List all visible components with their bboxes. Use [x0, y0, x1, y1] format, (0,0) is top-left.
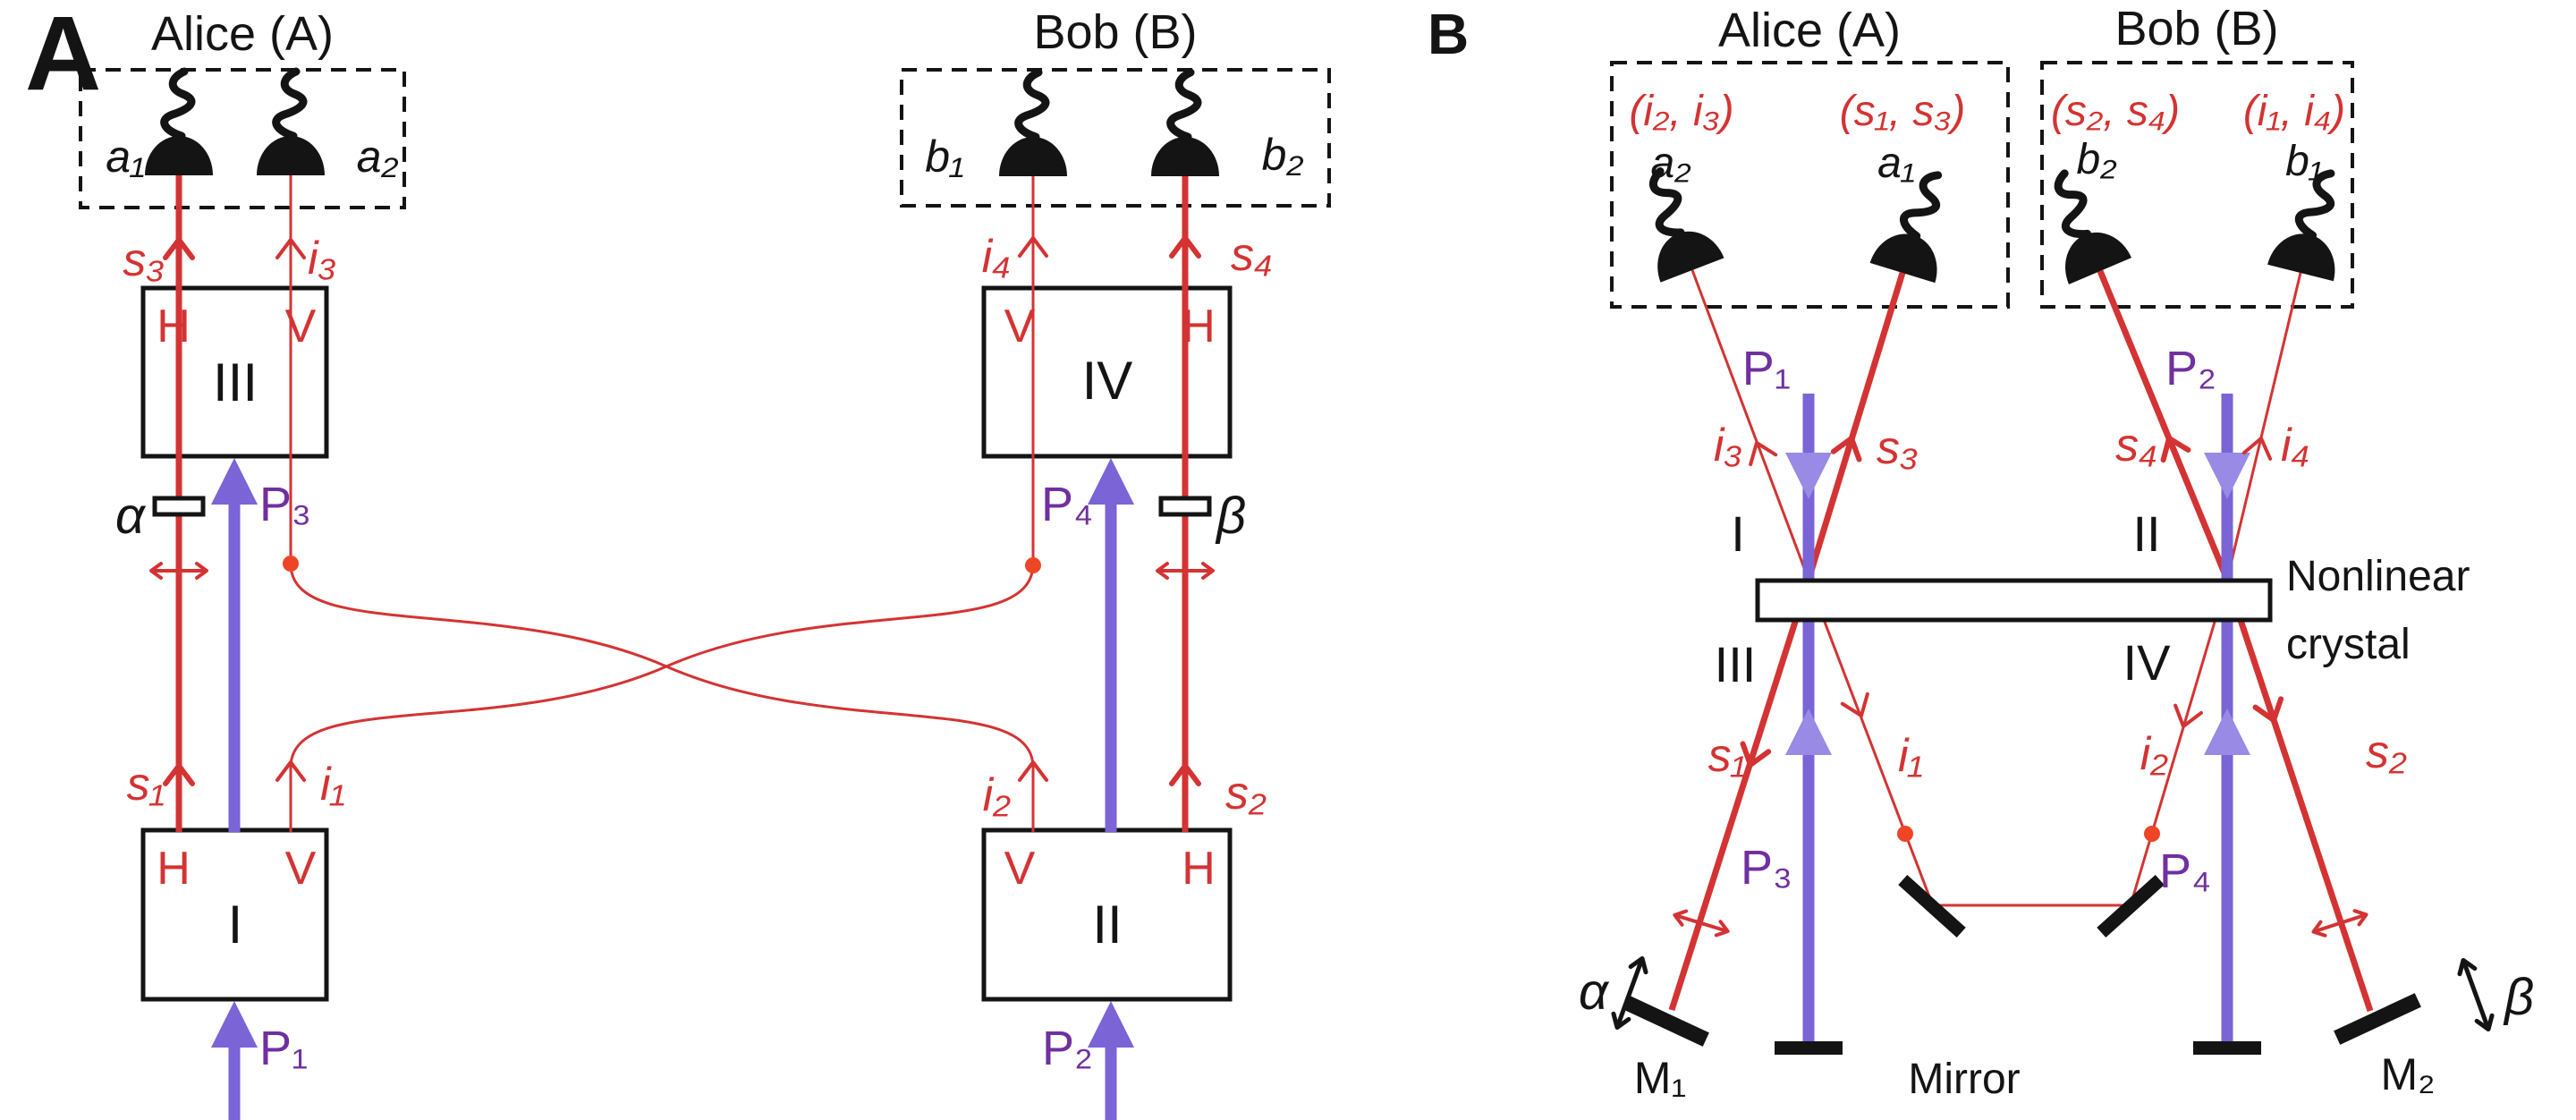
beam-s2-label: s₂ [1225, 768, 1267, 819]
port-h-box-iii: H [157, 301, 191, 352]
region-i-label: I [1731, 505, 1745, 562]
pump-p2-label: P₂ [1042, 1022, 1093, 1075]
beam-s1-label-b: s₁ [1708, 730, 1746, 782]
mode-group-b1-label: (i₁, i₄) [2243, 88, 2345, 135]
panel-b-bob-title: Bob (B) [2114, 2, 2278, 55]
steering-mirror-right [2097, 874, 2165, 938]
crystal-label-line1: Nonlinear [2286, 553, 2470, 600]
beta-label-b: β [2503, 968, 2534, 1026]
alpha-label-b: α [1579, 963, 1610, 1021]
pump-p1-label: P₁ [259, 1022, 308, 1075]
pump-p3-label: P₃ [259, 478, 311, 531]
beam-i2-label-b: i₂ [2140, 728, 2169, 780]
mirror-m1 [1622, 995, 1709, 1047]
idler-cross-curve-i1-to-iv [289, 563, 1035, 768]
pump-p4-label-b: P₄ [2159, 844, 2211, 898]
port-v-box-i: V [285, 843, 317, 895]
pump-p2-label-b: P₂ [2165, 342, 2216, 395]
pump-p1-label-b: P₁ [1742, 342, 1791, 395]
crystal-label-line2: crystal [2286, 621, 2411, 668]
region-ii-label: II [2132, 505, 2160, 562]
idler-junction-dot-bob [1025, 557, 1041, 573]
port-v-box-iii: V [285, 301, 317, 352]
alpha-label: α [115, 487, 147, 545]
port-h-box-iv: H [1182, 301, 1216, 352]
detector-a1-label: a₁ [106, 132, 145, 182]
crystal-box-iii [140, 285, 329, 459]
steering-mirror-left [1898, 874, 1966, 938]
detector-b2-label-b: b₂ [2077, 136, 2117, 183]
detector-a2-label: a₂ [357, 132, 399, 182]
mirror-m2-label: M₂ [2380, 1049, 2435, 1099]
bob-detector-dashed-box [900, 68, 1331, 208]
waveplate-beta [1158, 496, 1212, 517]
port-v-box-ii: V [1004, 843, 1036, 895]
beam-s1-label: s₁ [127, 759, 165, 810]
idler-junction-dot-alice [283, 556, 299, 572]
flat-pump-mirror-right [2193, 1041, 2261, 1055]
crystal-iv-label: IV [1082, 351, 1133, 411]
idler-junction-dot-right-b [2144, 826, 2160, 842]
beam-s4-label-b: s₄ [2115, 420, 2157, 471]
panel-a-tag: A [25, 0, 101, 113]
beam-i3-label-b: i₃ [1714, 420, 1742, 471]
beam-i3-label: i₃ [308, 233, 336, 284]
pump-p3-label-b: P₃ [1741, 841, 1792, 895]
mode-group-a2-label: (i₂, i₃) [1629, 88, 1733, 135]
waveplate-alpha [152, 496, 206, 517]
port-h-box-ii: H [1182, 843, 1216, 895]
detector-b1-label-b: b₁ [2285, 138, 2323, 185]
detector-a1-label-b: a₁ [1877, 140, 1915, 187]
region-iv-label: IV [2123, 634, 2172, 691]
crystal-iii-label: III [213, 352, 258, 412]
port-v-box-iv: V [1004, 301, 1036, 352]
panel-b-tag: B [1428, 2, 1469, 66]
flat-pump-mirror-left [1775, 1041, 1843, 1055]
alice-detector-dashed-box [79, 68, 406, 209]
beam-i4-label-b: i₄ [2281, 420, 2309, 471]
beam-i1-label: i₁ [320, 759, 345, 810]
detector-b1-label: b₁ [925, 132, 964, 182]
beam-s2-label-b: s₂ [2366, 726, 2407, 778]
idler-junction-dot-left-b [1897, 826, 1913, 842]
alice-detector-dashed-box-b [1610, 61, 2010, 309]
crystal-i-label: I [228, 895, 243, 955]
crystal-box-iv [981, 285, 1233, 459]
mirror-flat-label: Mirror [1908, 1056, 2020, 1103]
pump-p4-label: P₄ [1041, 478, 1093, 531]
beam-s3-label: s₃ [123, 234, 165, 286]
mirror-m1-label: M₁ [1634, 1053, 1687, 1103]
detector-a2-label-b: a₂ [1651, 140, 1691, 187]
detector-b2-label: b₂ [1262, 130, 1304, 180]
panel-a-bob-title: Bob (B) [1033, 5, 1197, 59]
nonlinear-crystal [1755, 578, 2273, 623]
beam-s3-label-b: s₃ [1877, 422, 1919, 474]
region-iii-label: III [1715, 636, 1757, 692]
beam-i4-label: i₄ [982, 231, 1011, 283]
panel-a: A Alice (A) Bob (B) [25, 0, 1331, 1120]
mode-group-b2-label: (s₂, s₄) [2051, 88, 2180, 135]
beam-s4-label: s₄ [1231, 229, 1273, 281]
bob-detector-dashed-box-b [2040, 61, 2354, 309]
panel-a-alice-title: Alice (A) [151, 7, 334, 61]
beam-i2-label: i₂ [983, 769, 1012, 821]
beta-label: β [1215, 487, 1246, 545]
port-h-box-i: H [157, 843, 191, 895]
crystal-ii-label: II [1092, 895, 1122, 955]
panel-b: B Alice (A) Bob (B) Nonlinear crystal [1428, 2, 2534, 1103]
beam-i1-label-b: i₁ [1898, 730, 1923, 782]
mode-group-a1-label: (s₁, s₃) [1840, 88, 1966, 135]
panel-b-alice-title: Alice (A) [1718, 4, 1901, 57]
mirror-m2 [2334, 993, 2421, 1045]
